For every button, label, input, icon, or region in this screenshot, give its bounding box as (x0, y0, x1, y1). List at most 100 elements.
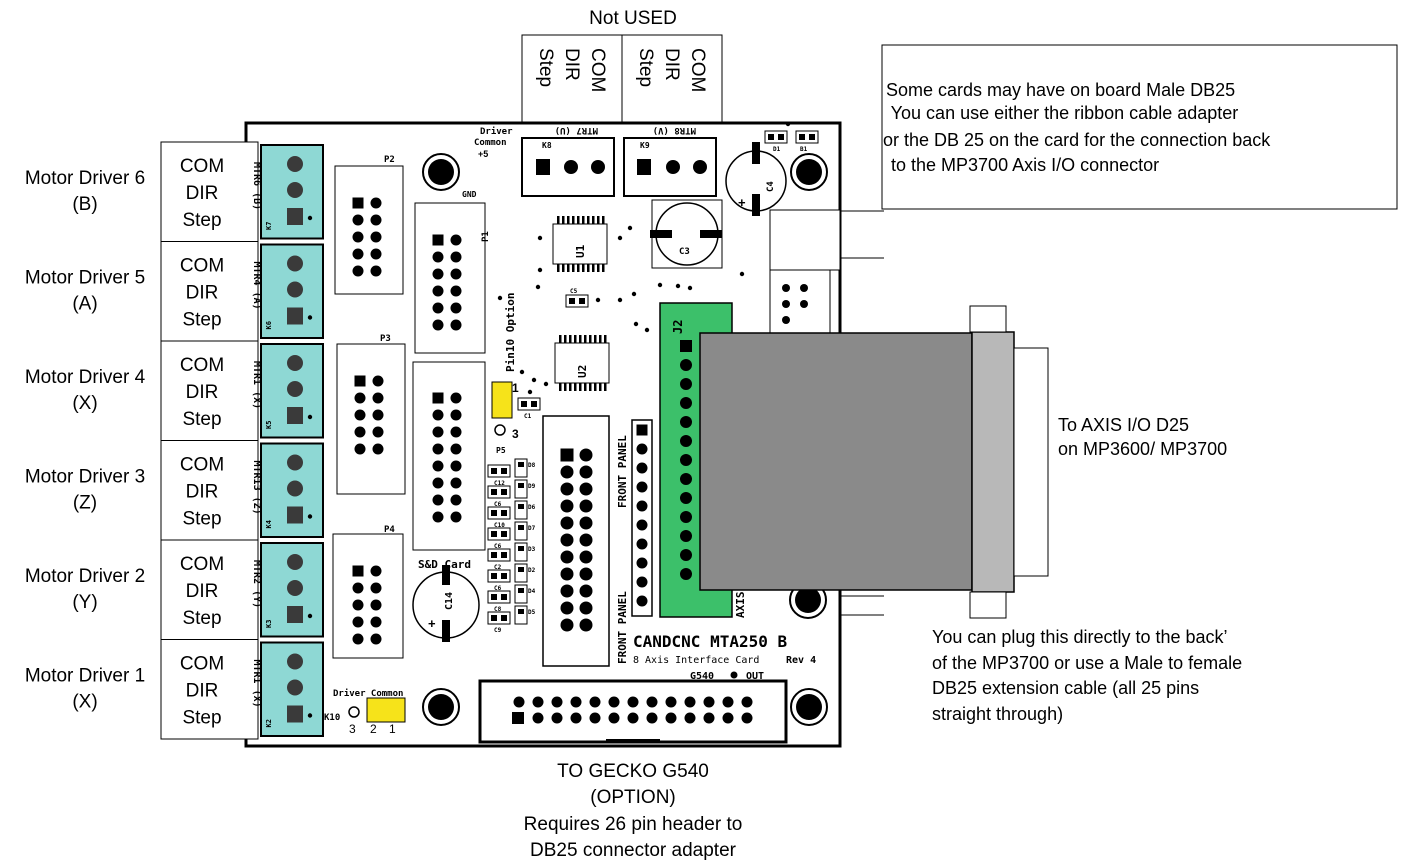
p1-label: P1 (481, 231, 491, 242)
header-p2: P2 (334, 155, 404, 295)
jp-bottom-3: 3 (349, 722, 356, 736)
bottom-line-1: TO GECKO G540 (557, 761, 709, 782)
cap-label: C10 (494, 522, 505, 529)
k10-label: K10 (324, 713, 340, 723)
terminal-ref: K7 (265, 222, 273, 230)
not-used-left-com: COM (587, 48, 608, 92)
p4-label: P4 (384, 525, 395, 535)
p3-label: P3 (380, 334, 391, 344)
card-subtitle: 8 Axis Interface Card (633, 655, 759, 666)
motor-driver-com: COM (180, 455, 224, 476)
plug-note-line-2: of the MP3700 or use a Male to female (932, 653, 1242, 673)
svg-text:+: + (738, 195, 746, 210)
terminal-block: MTR1 (X)K5 (251, 343, 324, 439)
mtr8-label: MTR8 (V) (653, 125, 696, 135)
motor-driver-com: COM (180, 156, 224, 177)
diode-label: D9 (528, 483, 536, 490)
motor-driver-name: Motor Driver 6 (25, 168, 145, 189)
terminal-k9: K9 MTR8 (V) (623, 125, 717, 197)
k8-label: K8 (542, 141, 552, 150)
motor-driver-name: Motor Driver 2 (25, 566, 145, 587)
diode-label: D2 (528, 567, 536, 574)
header-p4: P4 (332, 525, 404, 659)
cap-label: C8 (494, 606, 502, 613)
jp-bottom-1: 1 (389, 722, 396, 736)
bottom-line-3: Requires 26 pin header to (524, 814, 743, 835)
motor-driver-dir: DIR (186, 681, 219, 702)
terminal-block: MTR6 (B) K7 (251, 144, 324, 240)
motor-driver-step: Step (182, 608, 221, 629)
motor-driver-dir: DIR (186, 382, 219, 403)
motor-driver-step: Step (182, 708, 221, 729)
cap-c4: C4 + (725, 142, 787, 216)
sd-card-label: S&D Card (418, 558, 471, 571)
info-line-1: Some cards may have on board Male DB25 (886, 80, 1235, 100)
k9-label: K9 (640, 141, 650, 150)
b1-label: B1 (800, 146, 808, 153)
motor-driver-com: COM (180, 355, 224, 376)
candcnc-title: CANDCNC MTA250 B (633, 632, 787, 651)
front-panel-label-2: FRONT PANEL (616, 591, 629, 664)
not-used-right-com: COM (687, 48, 708, 92)
jp-pin1: 1 (512, 381, 519, 395)
small-parts-top-right: D1 B1 (764, 130, 819, 153)
p2-label: P2 (384, 155, 395, 165)
motor-driver-dir: DIR (186, 581, 219, 602)
chip-u1: U1 (552, 216, 608, 272)
terminal-block: MTR1 (X)K2 (251, 641, 324, 737)
rev-label: Rev 4 (786, 655, 816, 666)
jumper-driver-common: Driver Common K10 3 2 1 (324, 688, 406, 736)
motor-driver-step: Step (182, 509, 221, 530)
cap-c5: C5 (565, 288, 589, 308)
info-line-2: You can use either the ribbon cable adap… (886, 103, 1238, 123)
info-line-3: or the DB 25 on the card for the connect… (883, 130, 1271, 150)
p5-label: P5 (496, 446, 506, 455)
motor-driver-axis: (B) (72, 194, 97, 215)
cap-label: C6 (494, 543, 502, 550)
plug-note-line-1: You can plug this directly to the back’ (932, 627, 1228, 647)
not-used-left-labels: COM DIR Step (535, 48, 608, 92)
terminal-silk: MTR2 (Y) (251, 560, 262, 608)
motor-driver-step: Step (182, 210, 221, 231)
terminal-ref: K6 (265, 321, 273, 329)
pin10-option-label: Pin10 Option (504, 293, 517, 372)
motor-driver-axis: (Z) (73, 493, 97, 514)
bottom-line-4: DB25 connector adapter (530, 840, 737, 861)
cap-c14: C14 + (412, 565, 480, 642)
not-used-title: Not USED (589, 8, 677, 29)
motor-driver-rows: Motor Driver 6 (B) COM DIR Step MTR6 (B) K7Mot… (25, 141, 324, 740)
diode-label: D8 (528, 462, 536, 469)
gnd-label: GND (462, 190, 477, 199)
motor-driver-com: COM (180, 256, 224, 277)
terminal-ref: K4 (265, 520, 273, 528)
axis-io-line-2: on MP3600/ MP3700 (1058, 439, 1227, 459)
terminal-k8: K8 MTR7 (U) (521, 125, 615, 197)
diode-label: D5 (528, 609, 536, 616)
c1-label: C1 (524, 413, 532, 420)
not-used-left-step: Step (535, 48, 556, 87)
motor-driver-axis: (X) (72, 393, 97, 414)
connector-face (1013, 347, 1049, 577)
driver-common-top-2: Common (474, 138, 507, 148)
cap-label: C12 (494, 480, 505, 487)
plug-note-line-4: straight through) (932, 704, 1063, 724)
motor-driver-name: Motor Driver 1 (25, 666, 145, 687)
header-front-panel-single: FRONT PANEL FRONT PANEL (616, 419, 653, 664)
mtr7-label: MTR7 (U) (555, 125, 598, 135)
terminal-silk: MTR4 (A) (251, 262, 262, 310)
out-label: OUT (746, 671, 764, 682)
motor-driver-axis: (A) (72, 294, 97, 315)
terminal-block: MTR13 (Z)K4 (251, 442, 324, 538)
terminal-silk: MTR1 (X) (251, 660, 262, 708)
front-panel-label-1: FRONT PANEL (616, 435, 629, 508)
motor-driver-step: Step (182, 310, 221, 331)
motor-driver-axis: (X) (72, 692, 97, 713)
diode-label: D3 (528, 546, 536, 553)
motor-driver-name: Motor Driver 3 (25, 467, 145, 488)
terminal-silk: MTR6 (B) (251, 162, 262, 210)
c14-label: C14 (444, 592, 455, 610)
